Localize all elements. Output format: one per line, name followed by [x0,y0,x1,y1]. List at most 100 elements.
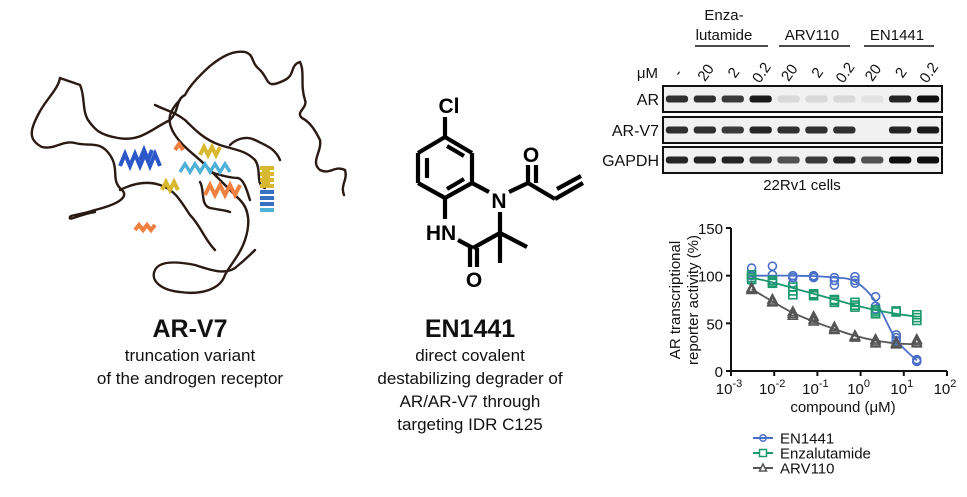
blot-band [805,95,828,103]
data-point-enzalutamide [912,312,922,323]
blot-band [665,95,689,103]
blot-band [833,156,856,164]
helix-vertical [260,166,274,212]
blot-band [749,156,772,164]
legend-marker-circle [759,434,767,442]
blot-band [777,95,800,103]
blot-band [721,95,744,103]
blot-group-label-en1441: EN1441 [870,27,924,44]
data-point-en1441 [767,269,778,280]
chart-y-tick-label: 50 [706,316,723,333]
blot-band [888,156,912,164]
blot-group-label-enzalutamide-line-2: lutamide [696,27,753,44]
blot-band [888,95,912,103]
data-point-en1441 [891,332,902,343]
blot-band [693,126,717,134]
data-point-en1441 [912,354,922,365]
data-point-arv110 [910,334,923,346]
blot-band [833,126,856,134]
data-point-enzalutamide [746,269,757,280]
blot-band [693,95,717,103]
chart-y-tick-label: 150 [698,221,723,238]
data-point-arv110 [869,334,882,346]
data-point-en1441 [788,270,798,281]
data-point-en1441 [746,263,757,273]
blot-caption: 22Rv1 cells [763,177,841,194]
chart-x-tick-label: 10-1 [802,378,828,398]
data-point-arv110 [849,329,861,341]
ar-v7-protein-structure-image [30,50,347,294]
blot-row-ar-v7: AR-V7 [612,116,943,144]
data-point-enzalutamide [767,275,778,286]
blot-band [721,126,744,134]
fit-line-arv110 [751,288,917,346]
chart-x-tick-label: 102 [934,378,957,398]
helix-orange [133,140,242,234]
data-point-arv110 [807,309,820,321]
data-point-enzalutamide [891,306,902,316]
protein-title: AR-V7 [152,315,228,343]
legend-item-en1441: EN1441 [753,431,834,448]
blot-band [916,156,940,164]
legend-item-arv110: ARV110 [753,461,835,478]
chart-y-tick-label: 100 [698,269,723,286]
data-point-en1441 [870,291,881,302]
chart-x-tick-label: 10-3 [716,378,742,398]
chart-x-tick-label: 100 [847,378,870,398]
chart-y-tick-label: 0 [715,364,723,381]
compound-description-line-2: destabilizing degrader of [377,369,563,388]
blot-band [721,156,744,164]
data-point-arv110 [828,320,841,332]
data-point-arv110 [910,332,923,344]
blot-band [805,126,828,134]
protein-description-line-1: truncation variant [124,346,256,365]
blot-band [916,95,940,103]
blot-group-label-arv110: ARV110 [785,27,840,44]
compound-description-line-1: direct covalent [415,346,525,365]
compound-caption: EN1441 direct covalent destabilizing deg… [340,315,600,436]
blot-row-label: GAPDH [602,153,659,170]
data-point-en1441 [850,278,860,289]
data-point-enzalutamide [912,309,922,320]
chart-x-tick-label: 10-2 [759,378,785,398]
blot-band [665,156,689,164]
blot-band [888,126,912,134]
data-point-enzalutamide [912,315,922,326]
data-point-arv110 [745,281,758,293]
blot-lane-label: 20 [694,61,717,84]
series-points-arv110 [745,281,923,349]
legend-label: EN1441 [780,431,834,448]
data-point-arv110 [890,335,903,347]
chart-y-axis-label-line-2: reporter activity (%) [685,235,702,365]
blot-row-gapdh: GAPDH [602,146,943,174]
blot-band [805,156,828,164]
blot-band [749,126,772,134]
atom-amide-nh: HN [426,222,456,245]
blot-row-label: AR [637,92,659,109]
blot-lane-label: 20 [862,61,885,84]
atom-amide-oxygen: O [466,269,482,292]
atom-acyl-oxygen: O [523,144,539,167]
legend-marker-triangle [758,462,768,472]
blot-unit-label: μM [637,65,658,82]
compound-description-line-3: AR/AR-V7 through [399,392,541,411]
blot-band [861,95,884,103]
legend-label: Enzalutamide [780,446,871,463]
legend-item-enzalutamide: Enzalutamide [753,446,871,463]
fit-line-en1441 [751,274,918,362]
data-point-en1441 [829,275,840,286]
compound-description-line-4: targeting IDR C125 [397,415,543,434]
blot-lane-label: 20 [778,61,801,84]
blot-band [777,126,800,134]
chart-x-tick-label: 101 [890,378,913,398]
legend-label: ARV110 [780,461,835,478]
blot-row-label: AR-V7 [612,123,659,140]
fit-line-enzalutamide [751,276,917,318]
blot-group-label-enzalutamide-line-1: Enza- [704,7,743,24]
data-point-en1441 [850,271,860,282]
blot-row-ar: AR [637,85,943,113]
protein-description-line-2: of the androgen receptor [96,369,284,388]
blot-band [693,156,717,164]
en1441-chemical-structure: Cl O N HN O [415,95,585,292]
